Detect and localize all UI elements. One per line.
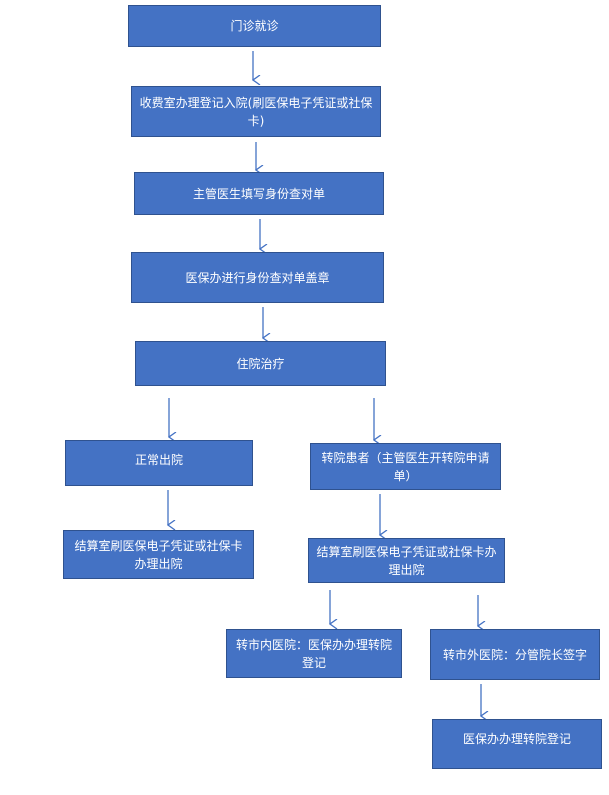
node-outpatient: 门诊就诊 [128, 5, 381, 47]
node-settle-transfer: 结算室刷医保电子凭证或社保卡办理出院 [308, 538, 505, 583]
node-normal-discharge: 正常出院 [65, 440, 253, 486]
node-transfer-patient: 转院患者（主管医生开转院申请单） [310, 443, 501, 490]
node-transfer-register: 医保办办理转院登记 [432, 719, 602, 769]
node-stamp: 医保办进行身份查对单盖章 [131, 252, 384, 303]
node-fill-form: 主管医生填写身份查对单 [134, 172, 384, 215]
node-transfer-in-city: 转市内医院：医保办办理转院登记 [226, 629, 402, 678]
node-transfer-out-city: 转市外医院：分管院长签字 [430, 629, 600, 680]
node-settle-normal: 结算室刷医保电子凭证或社保卡办理出院 [63, 530, 254, 579]
node-hospitalized: 住院治疗 [135, 341, 386, 386]
node-register: 收费室办理登记入院(刷医保电子凭证或社保卡) [131, 86, 381, 137]
